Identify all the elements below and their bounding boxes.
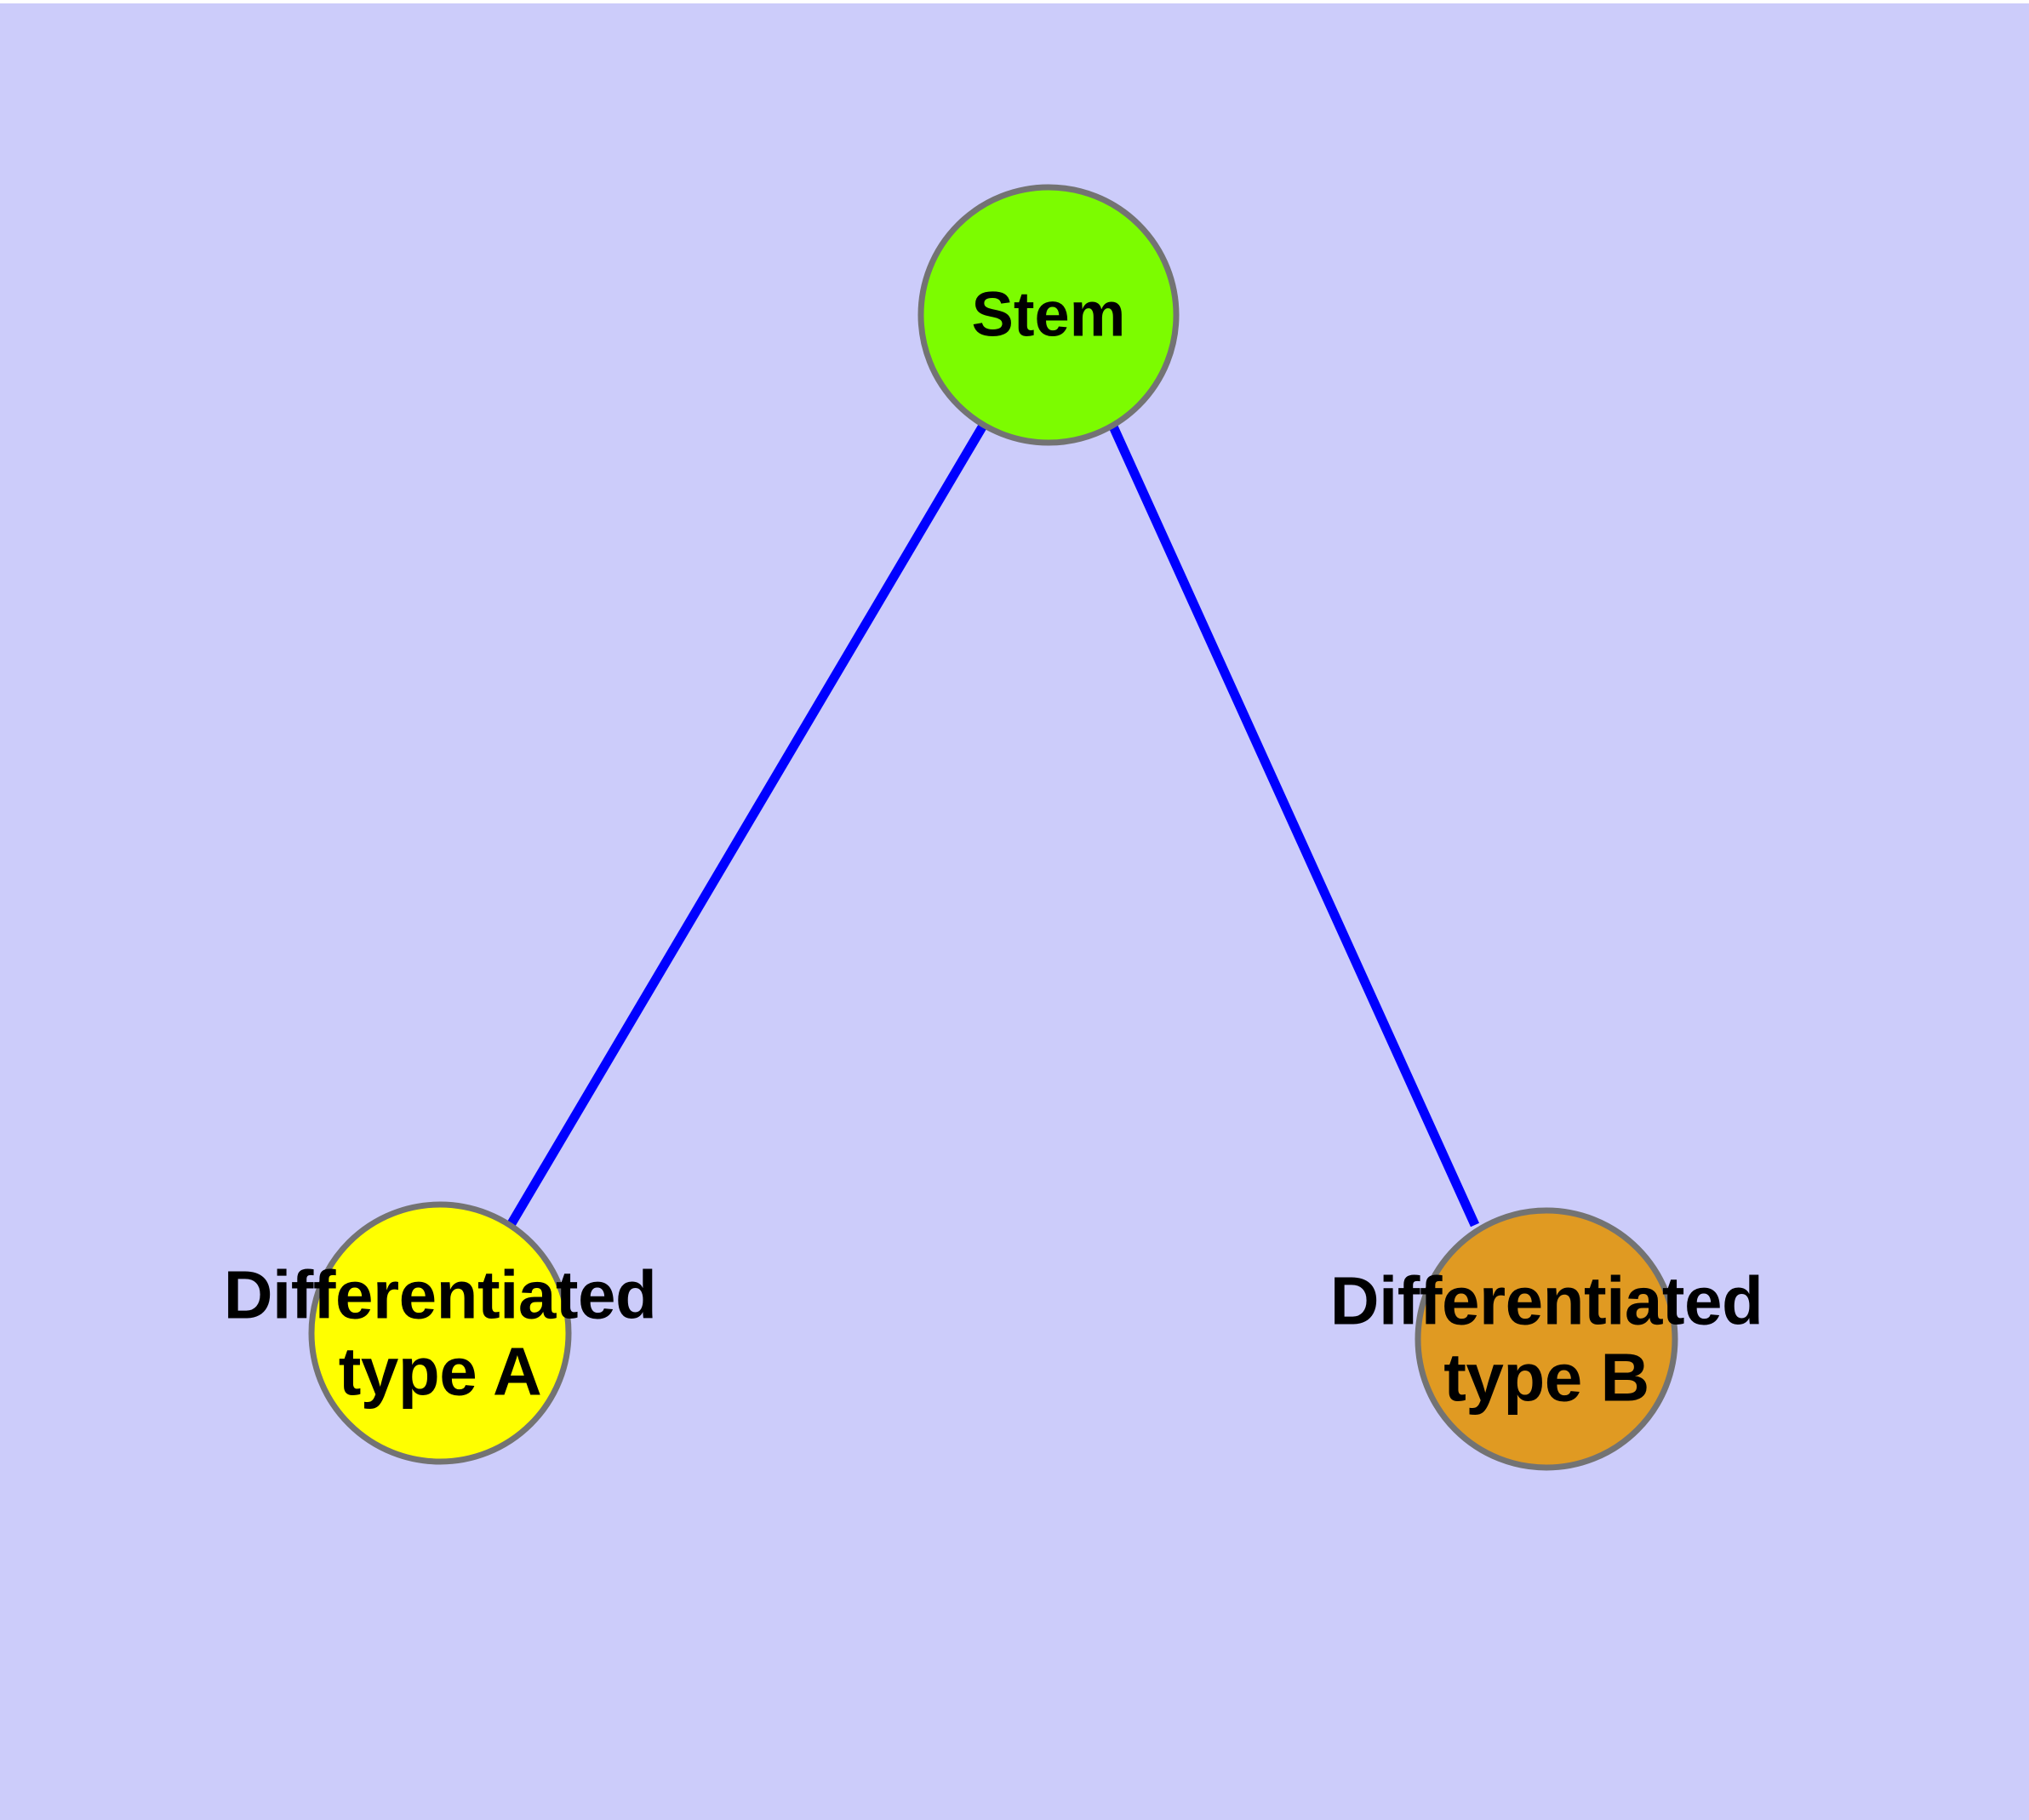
node-circle-diff-a[interactable] <box>308 1201 572 1465</box>
node-circle-stem[interactable] <box>917 184 1180 446</box>
edge-stem-to-diff-b <box>1108 424 1480 1228</box>
graph-svg <box>308 184 1678 1471</box>
node-circle-diff-b[interactable] <box>1415 1207 1678 1471</box>
edge-stem-to-diff-a <box>506 423 987 1228</box>
nodes-group <box>308 184 1678 1471</box>
diagram-plot-area: Stem Differentiated type A Differentiate… <box>0 3 2029 1820</box>
edges-group <box>506 423 1480 1228</box>
